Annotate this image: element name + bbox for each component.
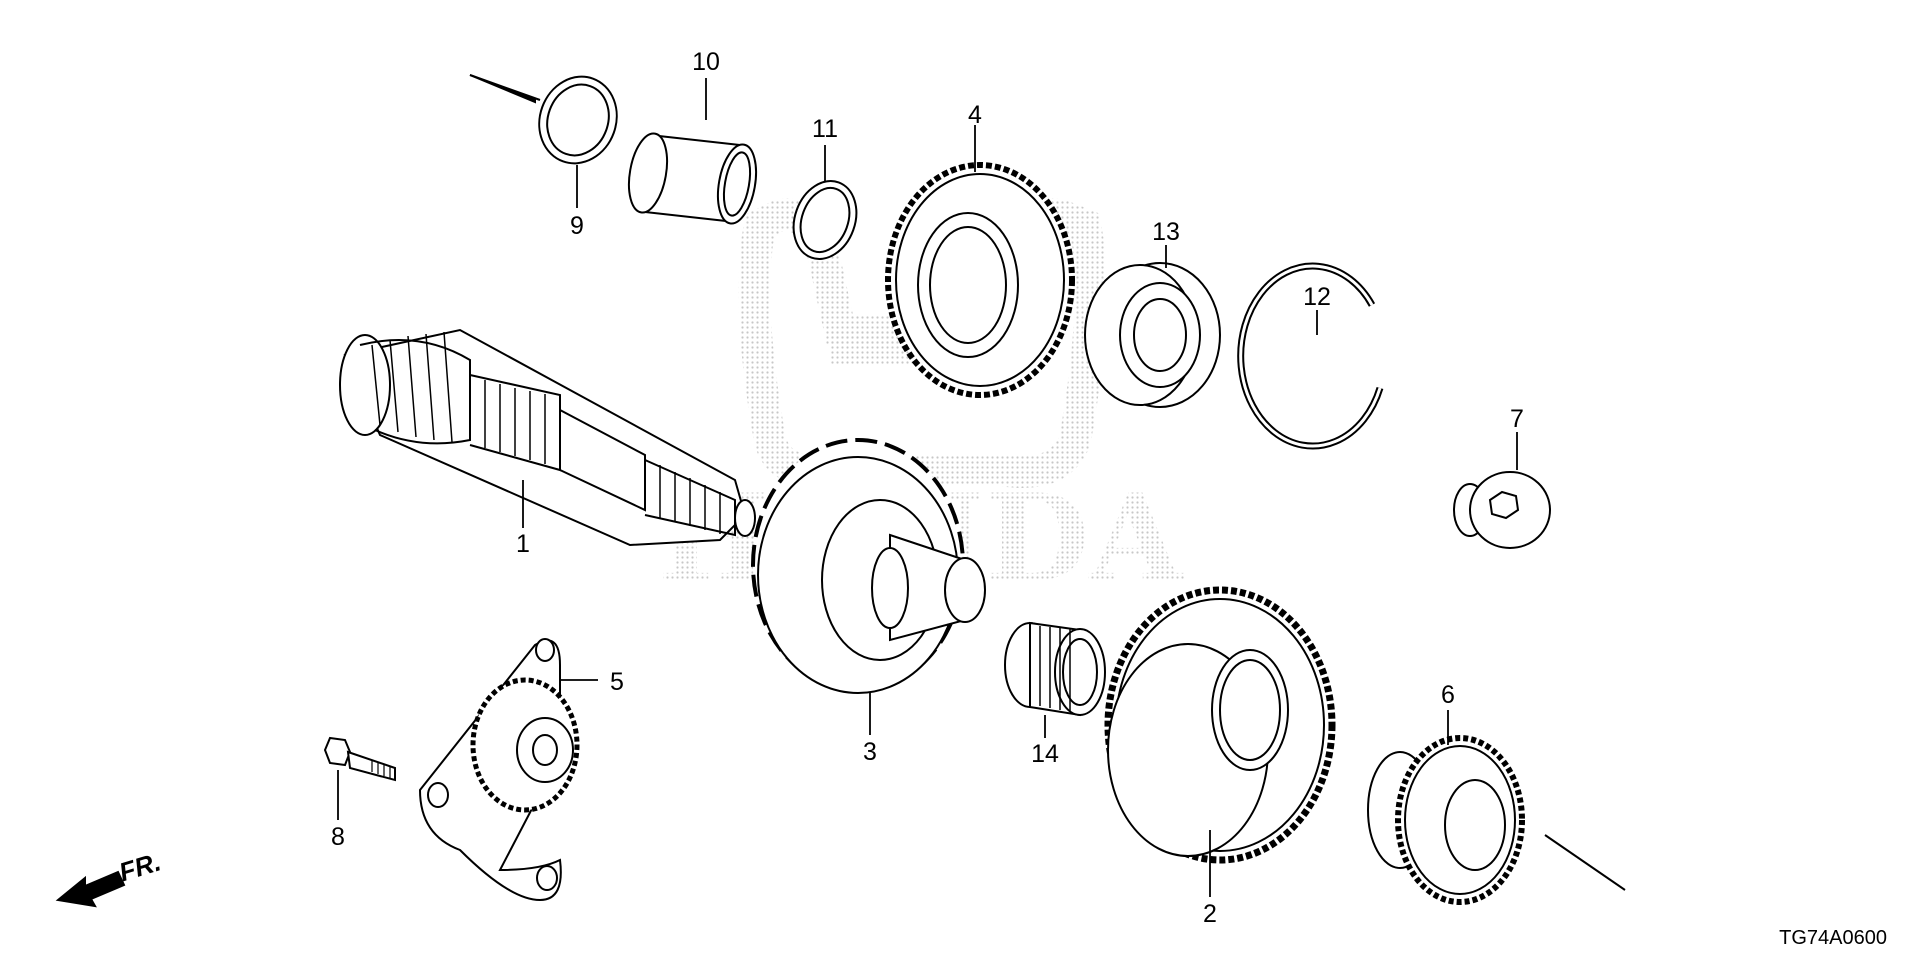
- indicator-arrow-bottom: [1544, 834, 1626, 891]
- leader-lines: [337, 78, 1518, 897]
- callout-part-2: 2: [1203, 900, 1217, 928]
- part-9-thrust-washer: [538, 75, 618, 165]
- part-8-flange-bolt: [323, 736, 396, 782]
- callout-part-6: 6: [1441, 681, 1455, 709]
- part-13-ball-bearing: [1084, 262, 1221, 408]
- callout-part-9: 9: [570, 212, 584, 240]
- callout-part-3: 3: [863, 738, 877, 766]
- direction-arrow-left: [55, 870, 126, 908]
- callout-part-1: 1: [516, 530, 530, 558]
- callout-part-10: 10: [692, 48, 720, 76]
- part-1-countershaft: [339, 328, 756, 547]
- callout-part-14: 14: [1031, 740, 1059, 768]
- callout-part-4: 4: [968, 101, 982, 129]
- part-6-idler-gear: [1367, 735, 1525, 905]
- callout-part-8: 8: [331, 823, 345, 851]
- part-4-gear: [885, 162, 1075, 398]
- callout-part-7: 7: [1510, 405, 1524, 433]
- callout-part-12: 12: [1303, 283, 1331, 311]
- callout-part-11: 11: [812, 115, 838, 143]
- part-11-thrust-shim: [792, 180, 858, 260]
- part-12-snap-ring: [1237, 262, 1384, 450]
- indicator-arrow-top: [469, 74, 541, 104]
- part-7-sealing-bolt: [1453, 471, 1551, 549]
- part-3-park-gear-hub: [751, 438, 986, 694]
- part-2-final-gear: [1104, 586, 1336, 864]
- callout-part-5: 5: [610, 668, 624, 696]
- part-5-bracket-gear-assembly: [418, 638, 580, 902]
- diagram-code: TG74A0600: [1779, 927, 1887, 949]
- part-14-needle-bearing: [1004, 621, 1106, 717]
- part-10-collar: [627, 132, 758, 225]
- callout-part-13: 13: [1152, 218, 1180, 246]
